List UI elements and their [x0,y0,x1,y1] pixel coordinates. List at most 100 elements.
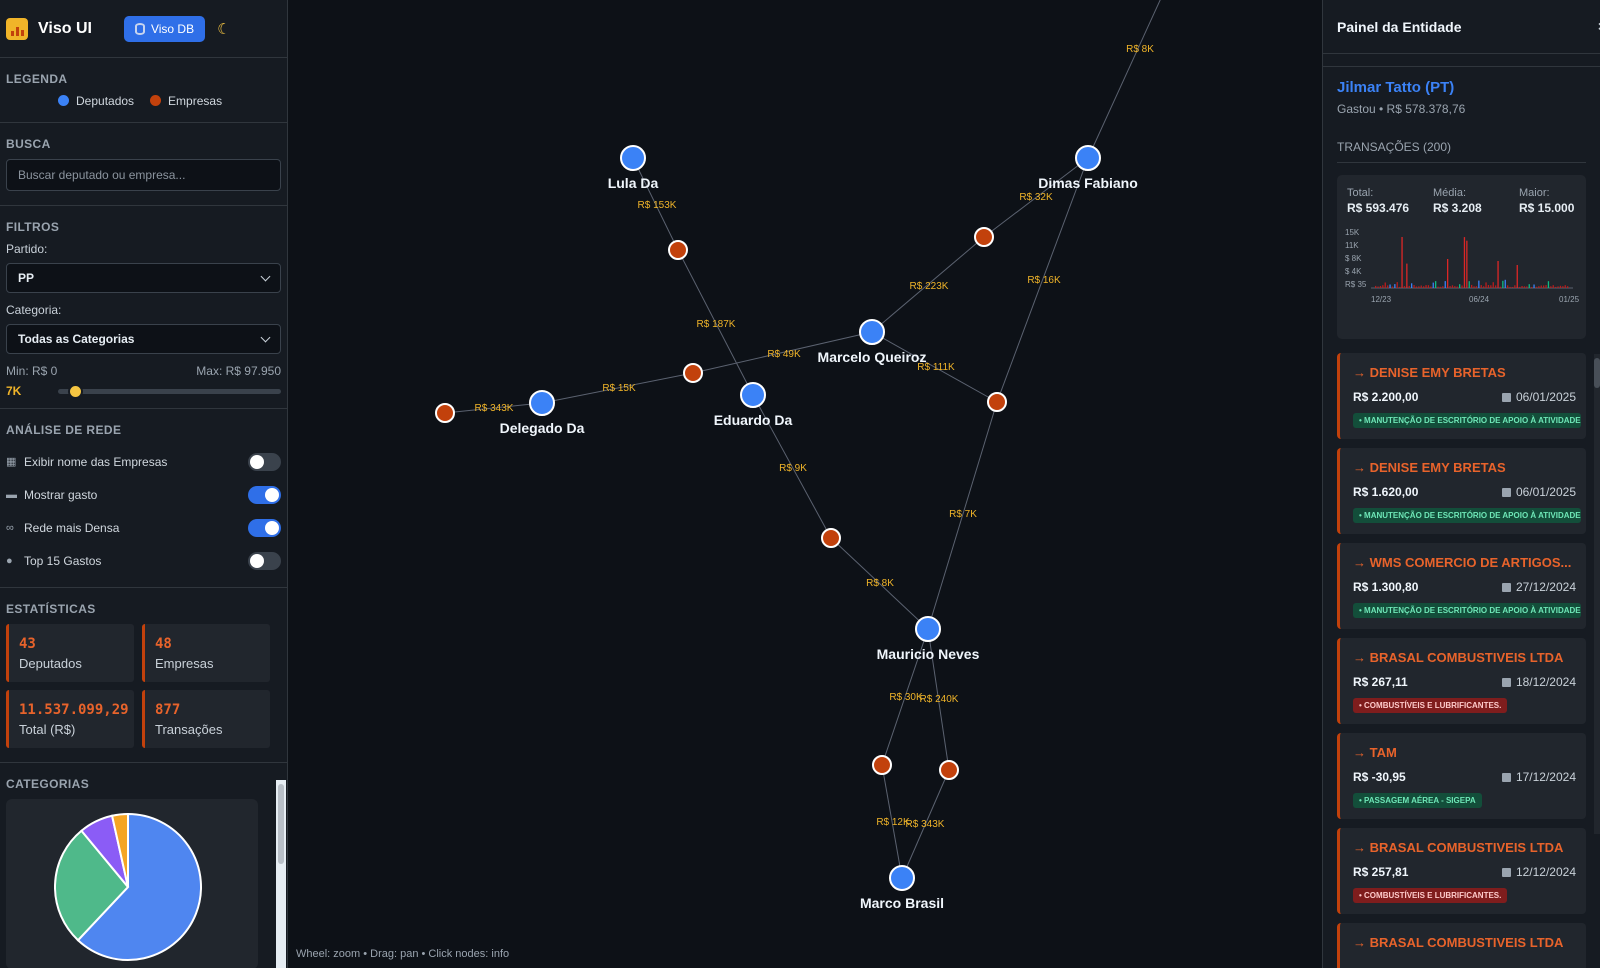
mini-bar [1562,286,1564,288]
edge-value-label: R$ 32K [1019,192,1053,203]
summary-value: R$ 3.208 [1433,201,1482,215]
transaction-date: 12/12/2024 [1501,865,1576,879]
toggle-switch[interactable] [248,551,281,570]
viso-db-button[interactable]: Viso DB [123,15,206,42]
graph-edge [692,331,873,374]
graph-edge [901,769,950,879]
mini-bar [1389,284,1391,288]
mini-bar [1418,286,1420,288]
mini-y-tick: 11K [1345,241,1359,250]
min-label: Min: R$ 0 [6,364,58,378]
slider-thumb[interactable] [68,383,84,399]
transaction-company[interactable]: → DENISE EMY BRETAS [1353,460,1506,475]
close-icon[interactable]: × [1598,18,1600,34]
toggle-row-top15[interactable]: ● Top 15 Gastos [6,544,281,577]
mini-bar [1391,286,1394,288]
entity-name[interactable]: Jilmar Tatto (PT) [1337,79,1455,96]
mini-bar [1382,285,1384,288]
transaction-date-text: 12/12/2024 [1515,865,1576,879]
deputado-node[interactable] [1075,145,1101,171]
toggle-switch[interactable] [248,452,281,471]
legend-deputados-label: Deputados [76,94,135,108]
toggle-row-densa[interactable]: ∞ Rede mais Densa [6,511,281,544]
moon-icon[interactable]: ☾ [217,20,231,38]
panel-scrollbar[interactable] [1594,354,1600,834]
transaction-company[interactable]: → BRASAL COMBUSTIVEIS LTDA [1353,840,1564,855]
empresa-node[interactable] [435,403,455,423]
transaction-date-text: 06/01/2025 [1515,390,1576,404]
moneybag-icon: ● [6,554,13,567]
mini-bar [1523,286,1526,288]
search-input[interactable] [6,159,281,191]
transaction-date: 06/01/2025 [1501,485,1576,499]
mini-bar [1375,285,1377,288]
toggle-switch[interactable] [248,485,281,504]
graph-edge [881,628,929,766]
edge-value-label: R$ 49K [767,349,801,360]
empresa-node[interactable] [939,760,959,780]
analysis-section: ANÁLISE DE REDE ▦ Exibir nome das Empres… [0,409,287,588]
mini-bar [1403,286,1406,288]
deputado-node[interactable] [620,145,646,171]
categories-title: CATEGORIAS [6,777,90,791]
sidebar-scrollbar[interactable] [276,780,286,968]
empresa-node[interactable] [974,227,994,247]
empresa-node[interactable] [987,392,1007,412]
partido-select[interactable]: PP [6,263,281,293]
empresa-node[interactable] [872,755,892,775]
pie-slice[interactable] [76,812,202,961]
summary-value: R$ 593.476 [1347,201,1410,215]
mini-bar [1437,286,1439,288]
transaction-value: R$ 2.200,00 [1353,390,1419,404]
transaction-company[interactable]: → WMS COMERCIO DE ARTIGOS... [1353,555,1572,570]
pie-slice[interactable] [110,812,129,888]
sidebar: Viso UI Viso DB ☾ LEGENDA Deputados Empr… [0,0,288,968]
mini-x-tick: 01/25 [1559,295,1580,304]
mini-bar [1507,285,1509,288]
pie-slice[interactable] [54,829,130,942]
transaction-card[interactable]: → DENISE EMY BRETAS R$ 2.200,00 06/01/2025… [1337,353,1586,439]
mini-bar [1514,285,1516,288]
mini-x-tick: 06/24 [1469,295,1490,304]
deputado-node[interactable] [915,616,941,642]
partido-label: Partido: [6,242,48,256]
categoria-select[interactable]: Todas as Categorias [6,324,281,354]
mini-y-tick: 15K [1345,228,1360,237]
empresa-node[interactable] [683,363,703,383]
edge-value-label: R$ 30K [889,692,923,703]
transaction-date-text: 17/12/2024 [1515,770,1576,784]
toggle-row-empresas[interactable]: ▦ Exibir nome das Empresas [6,445,281,478]
empresa-node[interactable] [821,528,841,548]
mini-bar [1439,286,1442,288]
mini-bar [1485,282,1487,288]
deputado-node[interactable] [529,390,555,416]
chart-logo-icon [6,17,28,40]
mini-bar [1480,285,1482,288]
edge-value-label: R$ 7K [949,509,977,520]
transaction-card[interactable]: → BRASAL COMBUSTIVEIS LTDA [1337,923,1586,968]
deputado-node[interactable] [859,319,885,345]
empresa-node[interactable] [668,240,688,260]
toggle-switch[interactable] [248,518,281,537]
edge-value-label: R$ 15K [602,383,636,394]
deputado-node[interactable] [889,865,915,891]
value-slider[interactable] [58,383,281,399]
toggle-row-gasto[interactable]: ▬ Mostrar gasto [6,478,281,511]
legend-section: LEGENDA Deputados Empresas [0,58,287,123]
deputado-node[interactable] [740,382,766,408]
transaction-company[interactable]: → TAM [1353,745,1397,760]
transaction-company[interactable]: → BRASAL COMBUSTIVEIS LTDA [1353,935,1564,950]
mini-bar [1473,286,1475,288]
transaction-company[interactable]: → BRASAL COMBUSTIVEIS LTDA [1353,650,1564,665]
transaction-company[interactable]: → DENISE EMY BRETAS [1353,365,1506,380]
